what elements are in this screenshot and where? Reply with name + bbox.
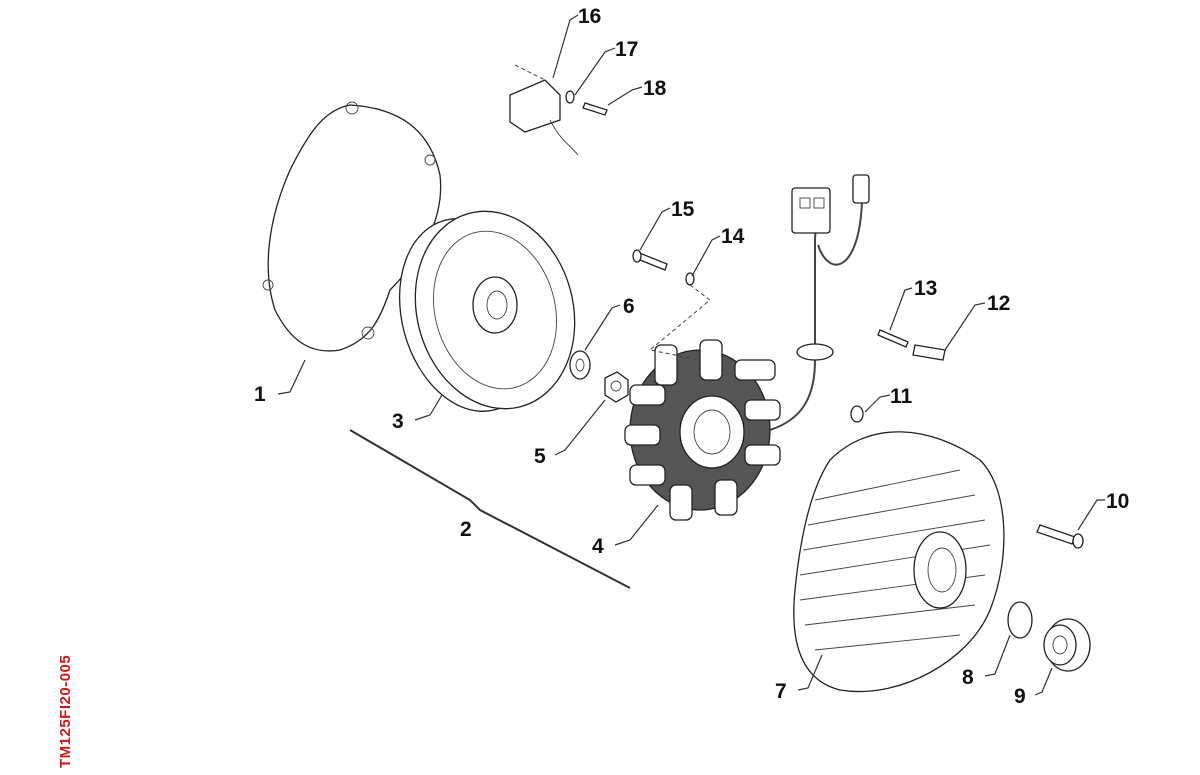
callout-14: 14 — [721, 225, 745, 248]
dowel — [850, 405, 864, 423]
callout-10: 10 — [1106, 490, 1129, 513]
callout-3: 3 — [392, 410, 404, 433]
drawing-code: TM125FI20-005 — [57, 654, 74, 768]
callout-13: 13 — [914, 277, 937, 300]
callout-1: 1 — [254, 383, 266, 406]
o-ring — [1007, 601, 1033, 639]
washer — [569, 350, 591, 380]
callout-12: 12 — [987, 292, 1010, 315]
connector — [791, 187, 831, 234]
callout-8: 8 — [962, 666, 974, 689]
callout-7: 7 — [775, 680, 787, 703]
callout-6: 6 — [623, 295, 635, 318]
bracket-plate — [912, 344, 946, 361]
callout-15: 15 — [671, 198, 695, 221]
callout-5: 5 — [534, 445, 546, 468]
pickup-sensor — [509, 79, 561, 133]
connector-small — [852, 174, 870, 204]
callout-9: 9 — [1014, 685, 1026, 708]
stator — [624, 339, 781, 521]
callout-16: 16 — [578, 5, 601, 28]
cover-gasket — [267, 104, 442, 352]
generator-cover — [793, 431, 1005, 693]
callout-4: 4 — [592, 535, 604, 558]
callout-2: 2 — [460, 518, 472, 541]
nut — [604, 371, 629, 403]
grommet — [796, 343, 834, 361]
callout-17: 17 — [615, 38, 638, 61]
callout-18: 18 — [643, 77, 667, 100]
flywheel-rotor — [398, 210, 576, 412]
callout-11: 11 — [890, 385, 913, 408]
